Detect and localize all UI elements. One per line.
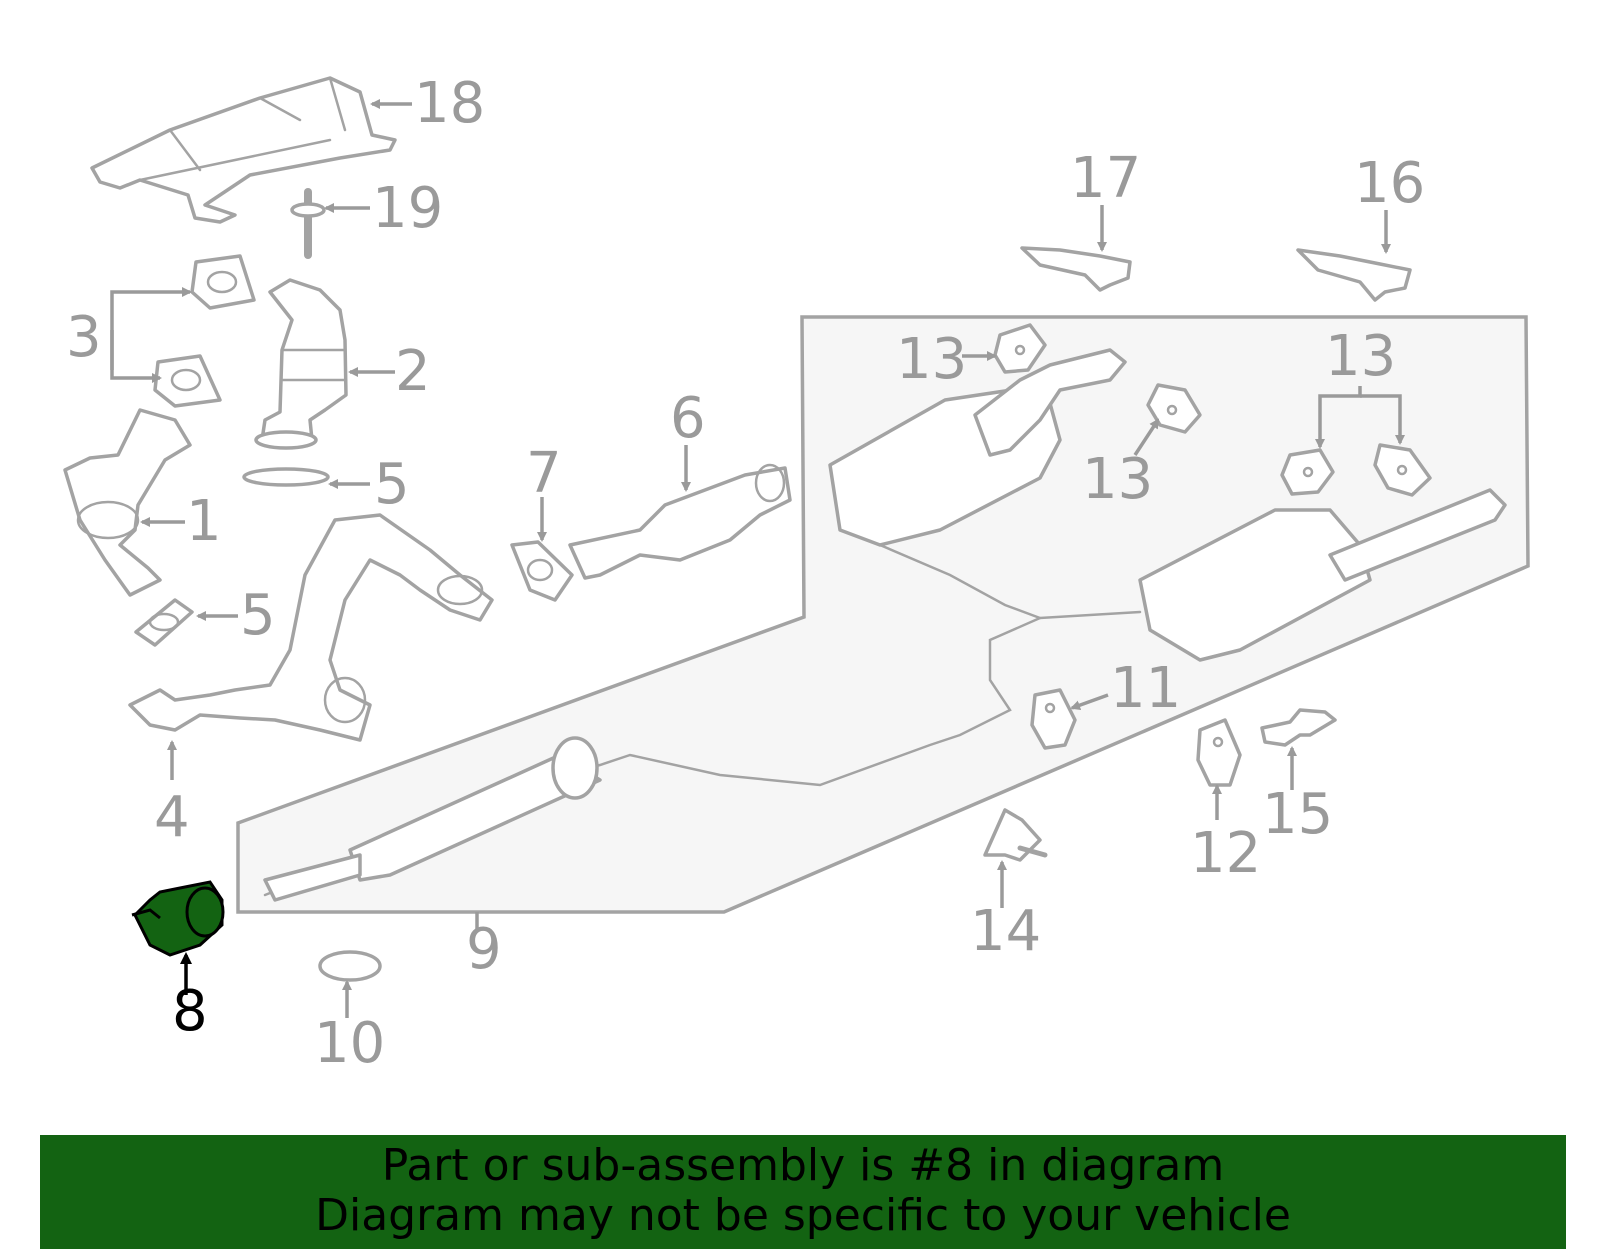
part-15-hanger[interactable]: [1260, 708, 1337, 747]
part-11-insulator[interactable]: [1030, 688, 1077, 750]
part-10-gasket[interactable]: [318, 950, 382, 982]
callout-17: 17: [1070, 146, 1141, 211]
callout-6: 6: [670, 386, 706, 451]
callout-labels: 18 19 3 2 5 1 5 4 6 7 17 16 13 13 13 11 …: [66, 71, 1425, 1076]
callout-3: 3: [66, 305, 102, 370]
part-17-hanger[interactable]: [1020, 246, 1132, 292]
callout-15: 15: [1262, 782, 1333, 847]
part-13-insulator-d[interactable]: [1373, 443, 1432, 497]
part-13-insulator-b[interactable]: [1146, 383, 1202, 434]
part-1-manifold-converter[interactable]: [63, 408, 192, 597]
part-7-gasket[interactable]: [510, 540, 574, 602]
part-18-heat-shield[interactable]: [90, 76, 397, 224]
part-5-gasket-upper[interactable]: [242, 467, 330, 487]
part-5-gasket-lower[interactable]: [134, 598, 194, 647]
part-4-front-pipe[interactable]: [128, 513, 494, 742]
part-9-muffler-assembly[interactable]: [263, 348, 1507, 902]
part-14-bracket[interactable]: [983, 808, 1048, 862]
callout-4: 4: [154, 785, 190, 850]
callout-5-upper: 5: [374, 452, 410, 517]
callout-5-lower: 5: [240, 583, 276, 648]
callout-19: 19: [372, 176, 443, 241]
part-19-stud[interactable]: [290, 188, 326, 259]
callout-7: 7: [526, 441, 562, 506]
callout-13-a: 13: [896, 327, 967, 392]
part-12-insulator[interactable]: [1196, 718, 1242, 787]
callout-12: 12: [1190, 821, 1261, 886]
callout-2: 2: [395, 339, 431, 404]
callout-1: 1: [186, 489, 222, 554]
info-banner: Part or sub-assembly is #8 in diagram Di…: [40, 1135, 1566, 1249]
leader-lines: [110, 99, 1405, 1018]
callout-8: 8: [172, 979, 208, 1044]
banner-line-1: Part or sub-assembly is #8 in diagram: [381, 1140, 1225, 1191]
part-8-exhaust-tip[interactable]: [131, 880, 225, 957]
callout-9: 9: [466, 917, 502, 982]
part-13-insulator-c[interactable]: [1280, 448, 1335, 496]
callout-18: 18: [414, 71, 485, 136]
callout-11: 11: [1110, 656, 1181, 721]
callout-14: 14: [970, 899, 1041, 964]
part-3-gaskets[interactable]: [153, 254, 256, 408]
callout-16: 16: [1354, 151, 1425, 216]
banner-line-2: Diagram may not be specific to your vehi…: [315, 1190, 1291, 1241]
callout-13-b: 13: [1325, 324, 1396, 389]
part-16-hanger[interactable]: [1296, 248, 1412, 302]
part-2-converter[interactable]: [254, 278, 348, 450]
part-6-resonator[interactable]: [568, 463, 792, 580]
callout-10: 10: [314, 1011, 385, 1076]
callout-13-c: 13: [1082, 447, 1153, 512]
